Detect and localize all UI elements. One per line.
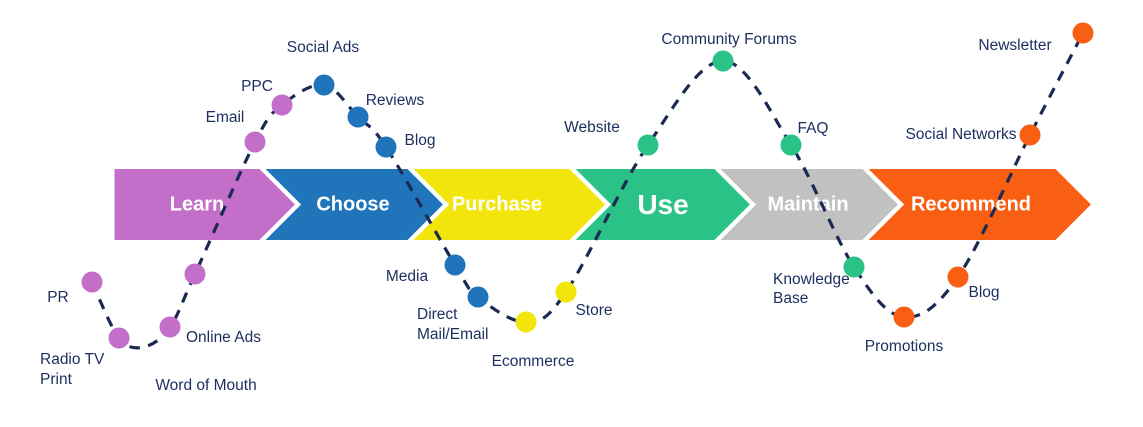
touchpoint-label-recommend-promotions: Promotions xyxy=(865,338,944,355)
touchpoint-label-learn-ppc: PPC xyxy=(241,78,273,95)
touchpoint-dot-learn-ppc xyxy=(271,94,293,116)
touchpoint-dot-purchase-ecommerce xyxy=(515,311,537,333)
touchpoint-label-choose-social-ads: Social Ads xyxy=(287,39,360,56)
touchpoint-label-recommend-blog: Blog xyxy=(968,284,999,301)
touchpoint-dot-use-faq xyxy=(780,134,802,156)
stage-label-recommend: Recommend xyxy=(911,194,1031,216)
touchpoint-dot-learn-email xyxy=(244,131,266,153)
touchpoint-dot-purchase-store xyxy=(555,281,577,303)
touchpoint-dot-learn-online-ads xyxy=(159,316,181,338)
stage-label-purchase: Purchase xyxy=(452,194,542,216)
touchpoint-dot-recommend-promotions xyxy=(893,306,915,328)
touchpoint-label-maintain-knowledge-base-line-1: Knowledge xyxy=(773,271,850,288)
touchpoint-label-use-community-forums: Community Forums xyxy=(661,31,796,48)
touchpoint-label-choose-direct-mail-email-line-2: Mail/Email xyxy=(417,326,488,343)
touchpoint-label-learn-radio-tv-print-line-2: Print xyxy=(40,371,73,388)
stage-arrows xyxy=(111,166,1096,243)
touchpoint-label-learn-word-of-mouth: Word of Mouth xyxy=(155,377,256,394)
touchpoint-dot-recommend-blog xyxy=(947,266,969,288)
touchpoint-label-maintain-knowledge-base-line-2: Base xyxy=(773,290,808,307)
touchpoint-dot-choose-direct-mail-email xyxy=(467,286,489,308)
touchpoint-label-use-faq: FAQ xyxy=(797,120,828,137)
touchpoint-dot-maintain-knowledge-base xyxy=(843,256,865,278)
touchpoint-dot-recommend-social-networks xyxy=(1019,124,1041,146)
touchpoint-label-choose-direct-mail-email-line-1: Direct xyxy=(417,306,458,323)
stage-label-learn: Learn xyxy=(170,194,224,216)
touchpoint-dot-choose-social-ads xyxy=(313,74,335,96)
touchpoint-label-learn-radio-tv-print-line-1: Radio TV xyxy=(40,351,105,368)
touchpoint-label-learn-pr: PR xyxy=(47,289,69,306)
touchpoint-dot-choose-blog xyxy=(375,136,397,158)
touchpoint-dot-choose-media xyxy=(444,254,466,276)
touchpoint-label-use-website: Website xyxy=(564,119,620,136)
touchpoint-dot-learn-word-of-mouth xyxy=(184,263,206,285)
touchpoint-dot-recommend-newsletter xyxy=(1072,22,1094,44)
touchpoint-label-recommend-newsletter: Newsletter xyxy=(978,37,1051,54)
touchpoint-label-learn-email: Email xyxy=(206,109,245,126)
touchpoint-label-choose-reviews: Reviews xyxy=(366,92,425,109)
touchpoint-label-recommend-social-networks: Social Networks xyxy=(905,126,1016,143)
stage-arrow-recommend xyxy=(861,166,1096,243)
stage-label-choose: Choose xyxy=(316,194,389,216)
touchpoint-dot-use-website xyxy=(637,134,659,156)
touchpoint-dot-learn-pr xyxy=(81,271,103,293)
touchpoint-dot-learn-radio-tv-print xyxy=(108,327,130,349)
stage-label-maintain: Maintain xyxy=(767,194,848,216)
touchpoint-label-choose-blog: Blog xyxy=(404,132,435,149)
touchpoint-dots xyxy=(81,22,1094,349)
touchpoint-dot-use-community-forums xyxy=(712,50,734,72)
touchpoint-label-purchase-store: Store xyxy=(575,302,612,319)
touchpoint-label-purchase-ecommerce: Ecommerce xyxy=(492,353,575,370)
touchpoint-label-choose-media: Media xyxy=(386,268,429,285)
touchpoint-dot-choose-reviews xyxy=(347,106,369,128)
touchpoint-label-learn-online-ads: Online Ads xyxy=(186,329,261,346)
stage-label-use: Use xyxy=(637,189,688,220)
